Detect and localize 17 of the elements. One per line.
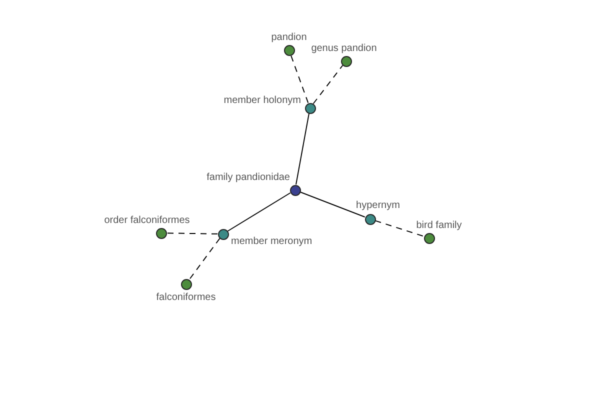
node-label: bird family [416, 220, 462, 232]
connector-line [296, 112, 310, 186]
node-label: genus pandion [311, 43, 377, 55]
dashed-connector [166, 232, 218, 234]
dashed-connector [312, 64, 344, 104]
node-label: member holonym [224, 95, 301, 107]
connector-line [300, 191, 366, 218]
dashed-connector [188, 238, 220, 280]
dashed-connector [374, 220, 424, 237]
node-label: falconiformes [156, 292, 216, 304]
node-label: member meronym [231, 236, 312, 248]
connector-line [227, 192, 291, 232]
node-label: order falconiformes [104, 215, 190, 227]
node-label: pandion [271, 32, 307, 44]
node-label: hypernym [356, 200, 400, 212]
node-label: family pandionidae [206, 172, 290, 184]
dashed-connector [290, 54, 309, 104]
